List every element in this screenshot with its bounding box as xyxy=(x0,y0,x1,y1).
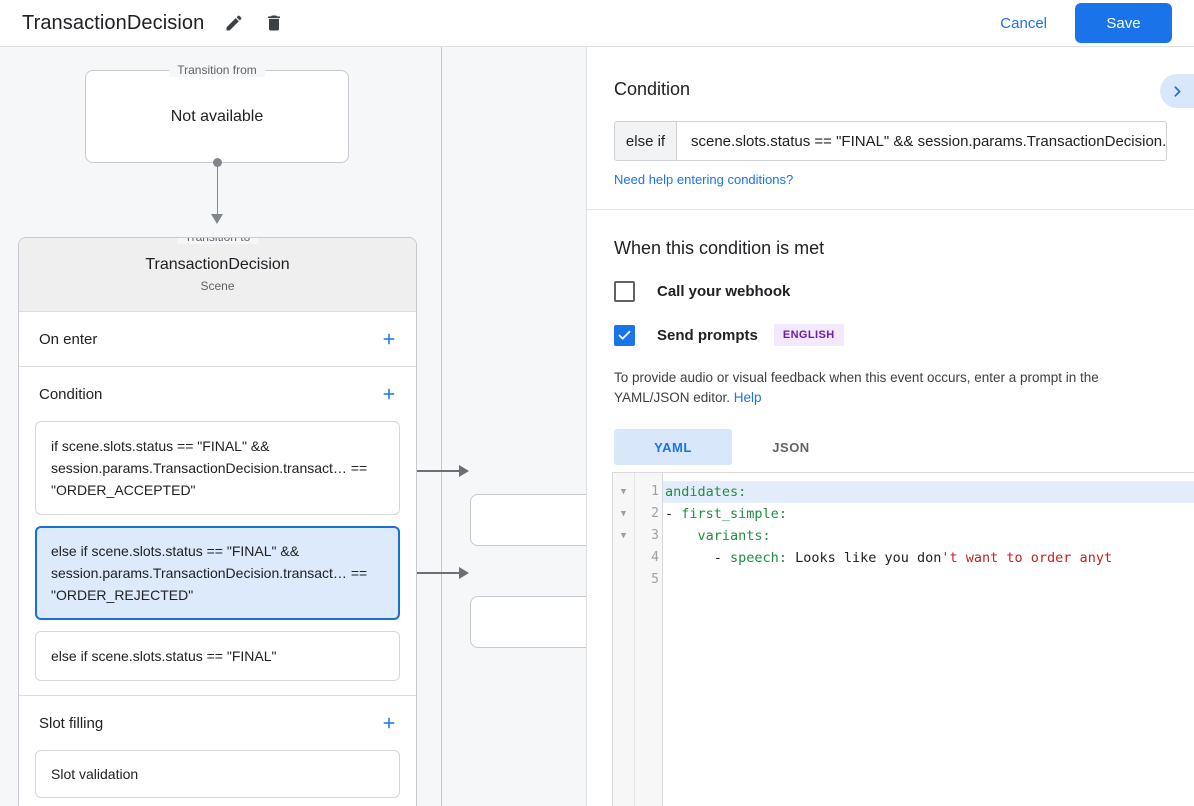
slot-filling-list: Slot validation xyxy=(19,750,416,806)
code-token: - xyxy=(665,550,731,566)
code-line[interactable]: - speech: Looks like you don't want to o… xyxy=(663,547,1194,569)
trash-icon[interactable] xyxy=(260,9,288,37)
editor-fold-column: ▼ ▼ ▼ xyxy=(613,473,635,806)
line-number: 5 xyxy=(651,572,659,587)
branch-arrow-2 xyxy=(459,567,469,579)
tab-json[interactable]: JSON xyxy=(772,439,810,455)
branch-line-1 xyxy=(401,470,466,472)
code-token: : xyxy=(778,506,787,522)
branch-line-2 xyxy=(401,572,466,574)
prompts-description: To provide audio or visual feedback when… xyxy=(614,368,1167,408)
section-title-condition: Condition xyxy=(39,385,103,403)
section-slot-filling: Slot filling Slot validation xyxy=(19,696,416,806)
code-token: 't want to order anyt xyxy=(941,550,1113,566)
condition-editor-section: Condition else if Need help entering con… xyxy=(587,47,1194,209)
code-token: : xyxy=(778,550,796,566)
section-header-condition[interactable]: Condition xyxy=(19,367,416,421)
code-line[interactable]: variants: xyxy=(663,525,1194,547)
section-condition: Condition if scene.slots.status == "FINA… xyxy=(19,367,416,696)
yaml-code-editor[interactable]: ▼ ▼ ▼ 1 2 3 4 5 andidates:- first_simple… xyxy=(612,472,1194,806)
branch-target-node-1[interactable] xyxy=(470,494,586,546)
line-number: 1 xyxy=(651,484,659,499)
chevron-right-icon[interactable] xyxy=(1160,74,1194,108)
code-token: speech xyxy=(730,550,779,566)
transition-from-value: Not available xyxy=(170,107,264,125)
code-token: Looks like you don xyxy=(795,550,942,566)
slot-validation-item[interactable]: Slot validation xyxy=(35,750,400,798)
condition-item[interactable]: if scene.slots.status == "FINAL" && sess… xyxy=(35,421,400,515)
section-title-slot-filling: Slot filling xyxy=(39,714,104,732)
topbar-actions: Cancel Save xyxy=(986,3,1172,43)
scene-graph-canvas[interactable]: Transition from Not available Transition… xyxy=(0,47,586,806)
code-line[interactable]: - first_simple: xyxy=(663,503,1194,525)
add-slot-filling-icon[interactable] xyxy=(376,710,402,736)
language-badge: ENGLISH xyxy=(773,324,844,346)
tab-yaml[interactable]: YAML xyxy=(614,429,732,465)
prompts-help-link[interactable]: Help xyxy=(733,390,762,405)
top-app-bar: TransactionDecision Cancel Save xyxy=(0,0,1194,47)
when-condition-met-title: When this condition is met xyxy=(614,238,825,258)
code-token: variants xyxy=(697,528,763,544)
connector-line xyxy=(216,162,218,215)
scene-type: Scene xyxy=(200,279,235,293)
code-token: andidates xyxy=(665,484,739,500)
condition-list: if scene.slots.status == "FINAL" && sess… xyxy=(19,421,416,695)
add-condition-icon[interactable] xyxy=(376,381,402,407)
connector-arrowhead xyxy=(211,214,223,224)
call-webhook-row[interactable]: Call your webhook xyxy=(614,281,1167,302)
line-number: 2 xyxy=(651,506,659,521)
editor-code-area[interactable]: andidates:- first_simple: variants: - sp… xyxy=(663,473,1194,806)
condition-expression-input[interactable] xyxy=(677,122,1166,160)
transition-to-card: Transition to TransactionDecision Scene … xyxy=(18,237,417,806)
code-token: : xyxy=(738,484,747,500)
branch-target-node-2[interactable] xyxy=(470,596,586,648)
scene-header[interactable]: TransactionDecision Scene xyxy=(19,238,416,312)
code-line[interactable] xyxy=(663,569,1194,591)
code-token: first_simple xyxy=(681,506,779,522)
code-token: : xyxy=(762,528,771,544)
send-prompts-label: Send prompts xyxy=(657,326,758,344)
scene-name: TransactionDecision xyxy=(145,256,290,273)
fold-arrow-icon[interactable]: ▼ xyxy=(620,487,627,497)
section-title-on-enter: On enter xyxy=(39,330,98,348)
condition-help-link[interactable]: Need help entering conditions? xyxy=(614,172,794,187)
call-webhook-checkbox[interactable] xyxy=(614,281,635,302)
fold-arrow-icon[interactable]: ▼ xyxy=(620,509,627,519)
send-prompts-row[interactable]: Send prompts ENGLISH xyxy=(614,324,1167,346)
condition-prefix-label: else if xyxy=(615,122,677,160)
fold-arrow-icon[interactable]: ▼ xyxy=(620,531,627,541)
when-condition-met-section: When this condition is met Call your web… xyxy=(587,210,1194,465)
save-button[interactable]: Save xyxy=(1075,3,1172,43)
branch-arrow-1 xyxy=(459,465,469,477)
page-title: TransactionDecision xyxy=(22,11,205,34)
section-header-on-enter[interactable]: On enter xyxy=(19,312,416,366)
panel-divider xyxy=(587,209,1194,210)
code-token: - xyxy=(665,506,682,522)
transition-from-legend: Transition from xyxy=(169,63,265,77)
send-prompts-checkbox[interactable] xyxy=(614,324,635,346)
editor-format-tabs: YAML JSON xyxy=(614,429,1167,465)
call-webhook-label: Call your webhook xyxy=(657,283,791,300)
line-number: 4 xyxy=(651,550,659,565)
transition-to-legend: Transition to xyxy=(176,238,259,244)
condition-input-row[interactable]: else if xyxy=(614,121,1167,161)
pencil-icon[interactable] xyxy=(220,9,248,37)
section-on-enter: On enter xyxy=(19,312,416,367)
transition-from-box: Transition from Not available xyxy=(85,63,349,163)
editor-line-numbers: 1 2 3 4 5 xyxy=(635,473,663,806)
canvas-spine xyxy=(441,47,442,806)
cancel-button[interactable]: Cancel xyxy=(986,7,1061,40)
condition-item[interactable]: else if scene.slots.status == "FINAL" xyxy=(35,631,400,681)
prompts-description-text: To provide audio or visual feedback when… xyxy=(614,370,1099,405)
add-on-enter-icon[interactable] xyxy=(376,326,402,352)
code-token xyxy=(665,528,698,544)
line-number: 3 xyxy=(651,528,659,543)
section-header-slot-filling[interactable]: Slot filling xyxy=(19,696,416,750)
condition-panel-title: Condition xyxy=(614,79,691,99)
code-line[interactable]: andidates: xyxy=(663,481,1194,503)
condition-item-selected[interactable]: else if scene.slots.status == "FINAL" &&… xyxy=(35,526,400,620)
